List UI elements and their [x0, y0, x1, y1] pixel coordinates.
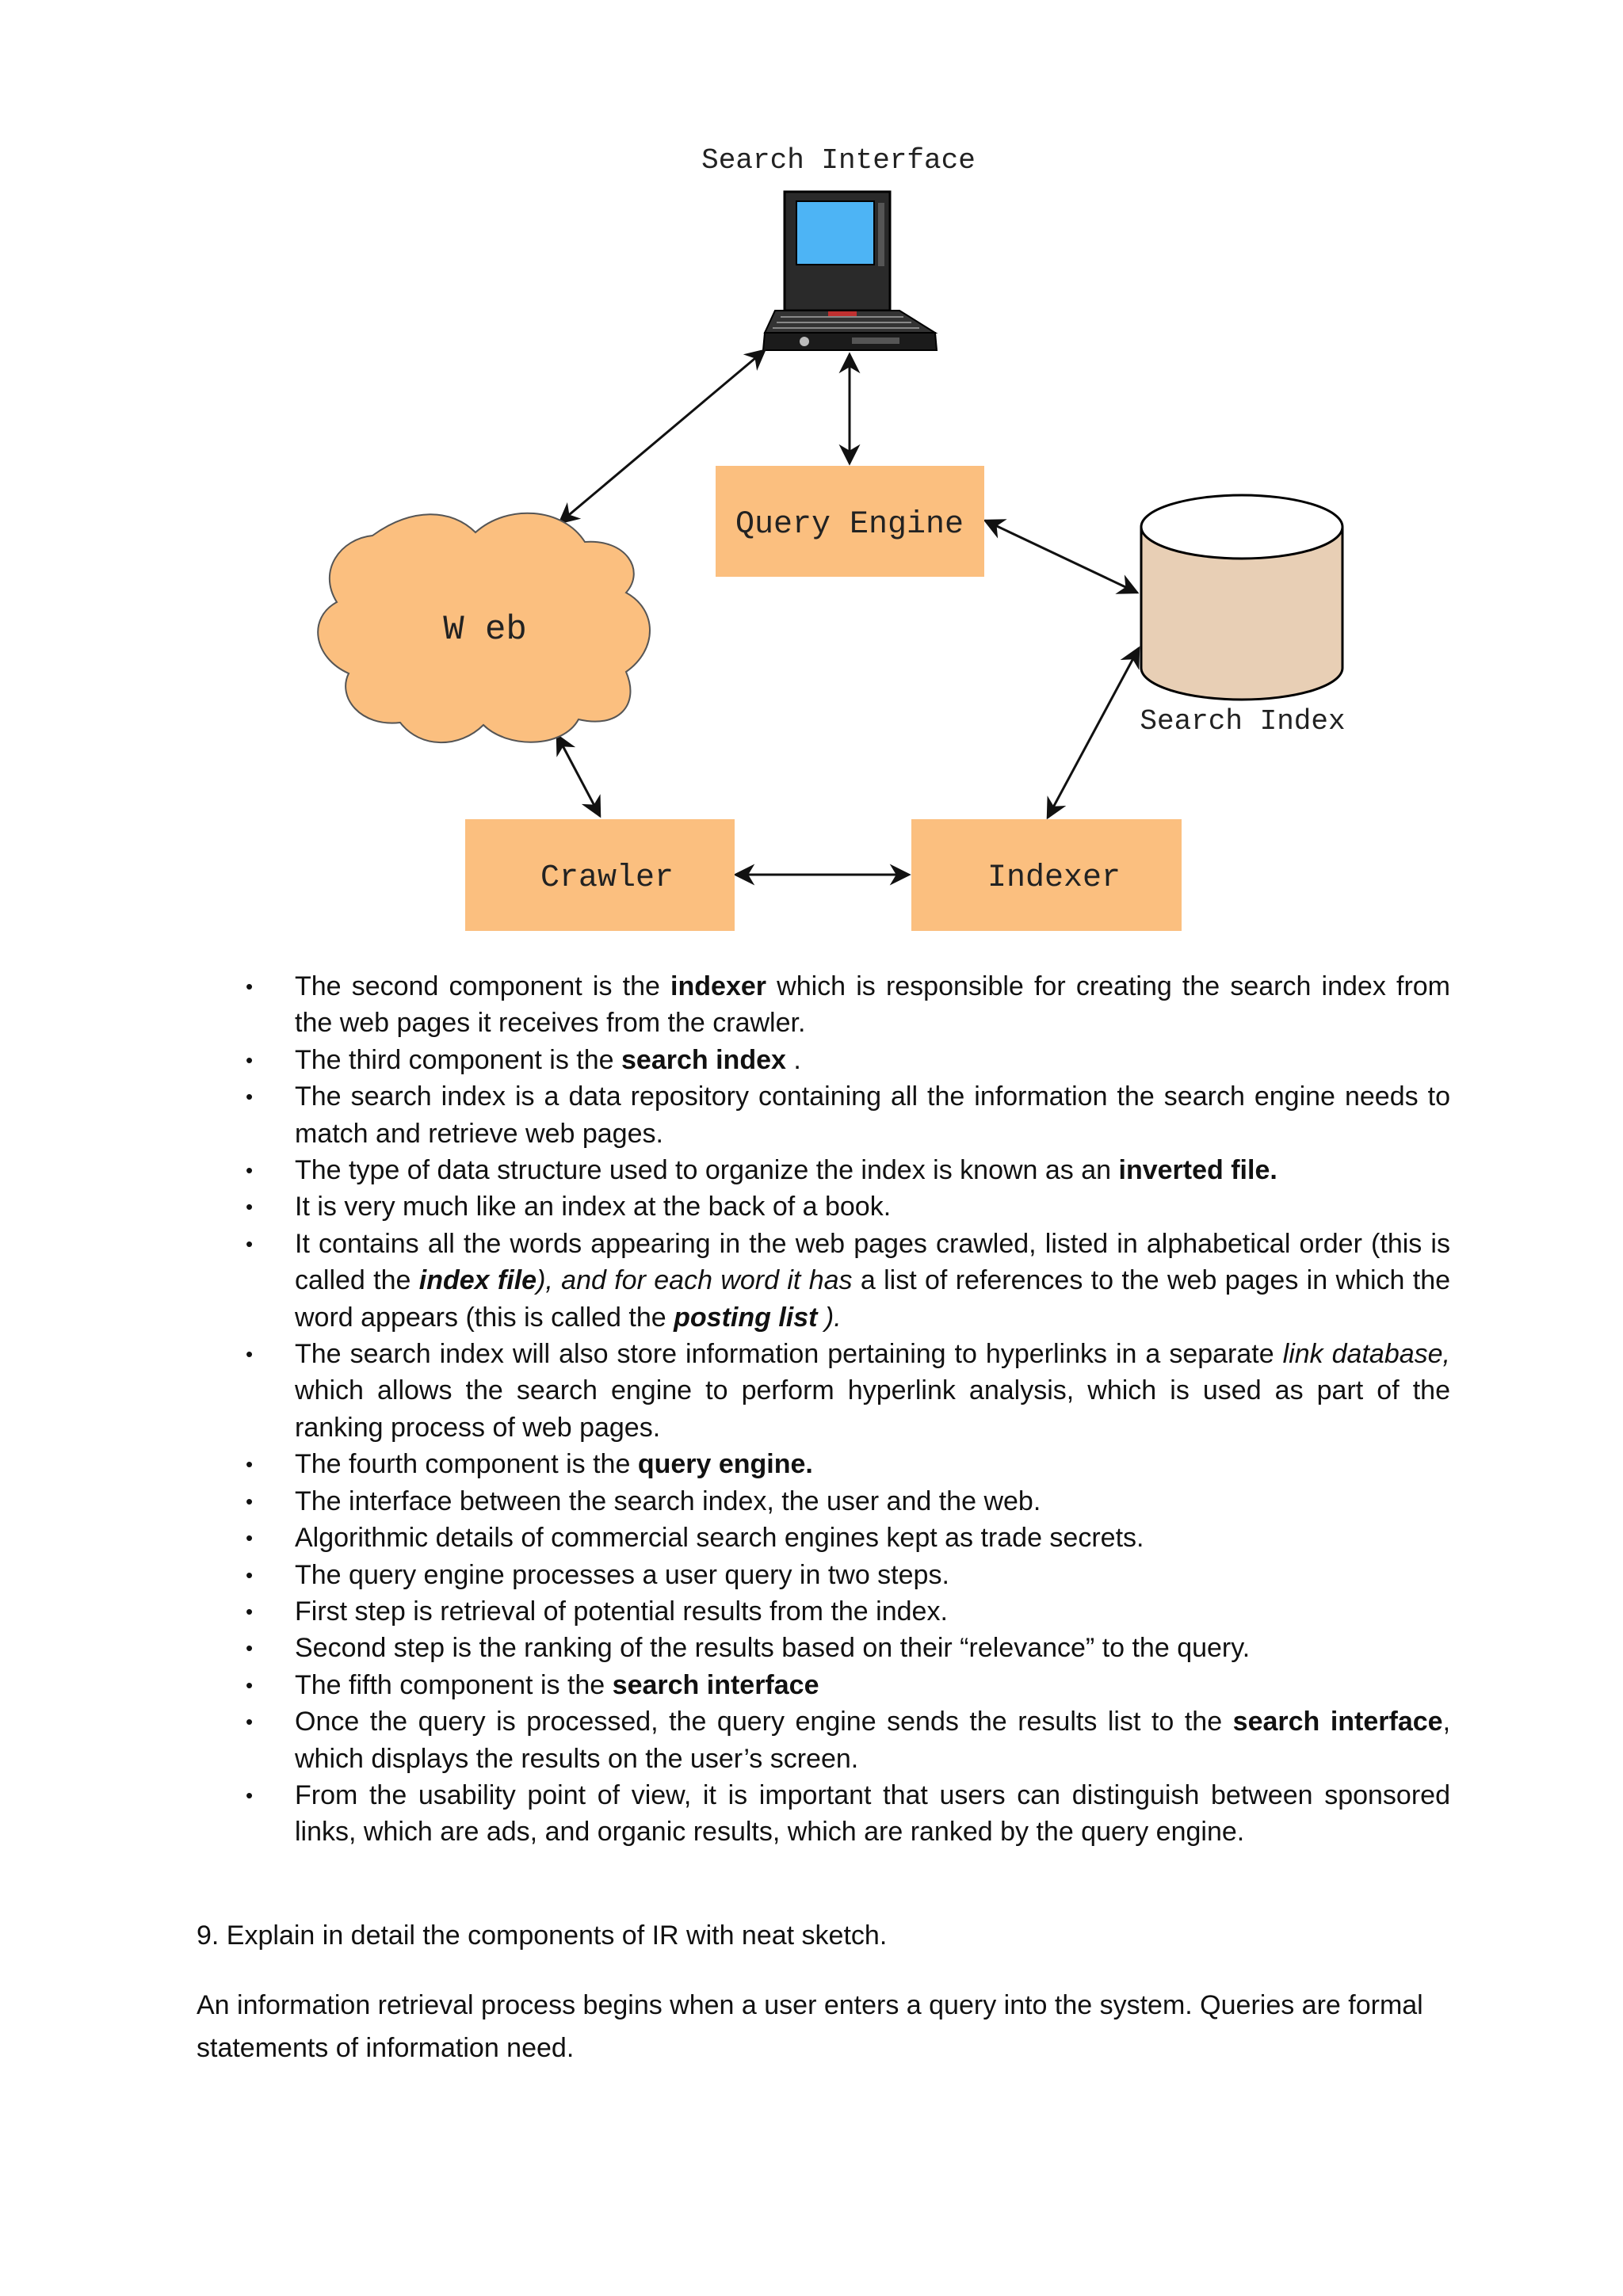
bullet-dot: • [246, 1672, 254, 1697]
search-index-cylinder [1140, 494, 1344, 701]
bullet-text-run: indexer [670, 971, 766, 1001]
bullet-item: • It is very much like an index at the ba… [246, 1188, 1450, 1225]
bullet-dot: • [246, 1158, 254, 1183]
bullet-dot: • [246, 1562, 254, 1587]
crawler-label: Crawler [540, 860, 674, 896]
bullet-dot: • [246, 1231, 254, 1256]
bullet-item: • The type of data structure used to orga… [246, 1152, 1450, 1188]
bullet-item: • The fifth component is the search inter… [246, 1667, 1450, 1703]
bullet-text-run: The interface between the search index, … [295, 1486, 1041, 1516]
bullet-text-run: inverted file. [1118, 1155, 1277, 1186]
indexer-label: Indexer [987, 860, 1121, 896]
bullet-text-run: It is very much like an index at the bac… [295, 1192, 892, 1222]
bullet-item: • It contains all the words appearing in … [246, 1226, 1450, 1336]
bullet-dot: • [246, 1047, 254, 1072]
arrow-interface-web [557, 349, 767, 524]
arrow-query-engine-index [983, 519, 1140, 594]
bullet-dot: • [246, 1526, 254, 1550]
bullet-item: • Once the query is processed, the query … [246, 1703, 1450, 1777]
bullet-dot: • [246, 1783, 254, 1807]
web-label: W eb [443, 610, 527, 650]
bullet-text-run: index file [418, 1265, 537, 1296]
bullet-text-run: link database, [1282, 1339, 1450, 1370]
bullet-text-run: The search index will also store informa… [295, 1339, 1283, 1370]
bullet-text-run: , which displays the results on the user… [295, 1707, 1451, 1774]
search-engine-architecture-diagram: Search Interface Query Engine W eb [317, 144, 1346, 931]
bullet-dot: • [246, 1489, 254, 1513]
bullet-text-run: query engine. [637, 1449, 813, 1480]
bullet-dot: • [246, 974, 254, 998]
bullet-item: • From the usability point of view, it is… [246, 1777, 1450, 1851]
bullet-text-run: The third component is the [295, 1044, 622, 1075]
bullet-text-run: The fifth component is the [295, 1669, 613, 1700]
bullet-text-run: search index [621, 1044, 786, 1075]
bullet-item: • Algorithmic details of commercial searc… [246, 1520, 1450, 1556]
bullet-text-run: First step is retrieval of potential res… [295, 1596, 948, 1627]
indexer-box [911, 819, 1182, 931]
bullet-item: • The second component is the indexer whi… [246, 968, 1450, 1042]
bullet-item: • Second step is the ranking of the resul… [246, 1630, 1450, 1666]
bullet-item: • The query engine processes a user query… [246, 1557, 1450, 1593]
bullet-item: • The third component is the search index… [246, 1042, 1450, 1078]
bullet-list: • The second component is the indexer whi… [246, 968, 1450, 1851]
bullet-text-run: The second component is the [295, 971, 671, 1001]
bullet-text-run: Algorithmic details of commercial search… [295, 1523, 1144, 1554]
bullet-item: • The interface between the search index,… [246, 1483, 1450, 1520]
bullet-item: • The search index will also store inform… [246, 1336, 1450, 1446]
bullet-dot: • [246, 1085, 254, 1109]
arrow-indexer-index [1046, 646, 1140, 820]
query-engine-label: Query Engine [735, 507, 964, 543]
bullet-text-run: The search index is a data repository co… [295, 1081, 1450, 1149]
bullet-text-run: which allows the search engine to perfor… [295, 1375, 1450, 1443]
bullet-text-run: Second step is the ranking of the result… [295, 1633, 1251, 1664]
bullet-text-run: The fourth component is the [295, 1449, 638, 1480]
bullet-dot: • [246, 1452, 254, 1477]
body-paragraph: An information retrieval process begins … [197, 1990, 1423, 2063]
bullet-text-run: posting list [674, 1302, 818, 1333]
search-interface-label: Search Interface [701, 144, 976, 177]
bullet-text-run: ). [817, 1302, 842, 1333]
bullet-dot: • [246, 1195, 254, 1219]
arrow-web-crawler [556, 733, 601, 818]
bullet-dot: • [246, 1599, 254, 1623]
bullet-text-run: search interface [1232, 1707, 1443, 1737]
search-index-label: Search Index [1140, 705, 1345, 738]
bullet-dot: • [246, 1710, 254, 1734]
laptop-icon [762, 190, 938, 351]
query-engine-box [716, 466, 984, 577]
bullet-text-run: ), and for each word it has [537, 1265, 853, 1296]
bullet-text-run: The query engine processes a user query … [295, 1559, 949, 1590]
bullet-dot: • [246, 1342, 254, 1367]
bullet-item: • The search index is a data repository c… [246, 1078, 1450, 1152]
bullet-text-run: It contains all the words appearing in t… [295, 1228, 1450, 1296]
bullet-item: • The fourth component is the query engin… [246, 1446, 1450, 1482]
bullet-text-run: . [785, 1044, 801, 1075]
bullet-text-run: Once the query is processed, the query e… [295, 1707, 1233, 1737]
bullet-text-run: which is responsible for creating the se… [295, 971, 1450, 1039]
bullet-text-run: search interface [612, 1669, 819, 1700]
bullet-text-run: a list of references to the web pages in… [295, 1265, 1451, 1333]
bullet-text-run: From the usability point of view, it is … [295, 1779, 1450, 1848]
bullet-text-run: The type of data structure used to organ… [295, 1155, 1119, 1186]
bullet-dot: • [246, 1636, 254, 1661]
bullet-item: • First step is retrieval of potential re… [246, 1593, 1450, 1630]
web-cloud: W eb [317, 512, 651, 744]
crawler-box [465, 819, 735, 931]
question-heading: 9. Explain in detail the components of I… [197, 1920, 888, 1951]
